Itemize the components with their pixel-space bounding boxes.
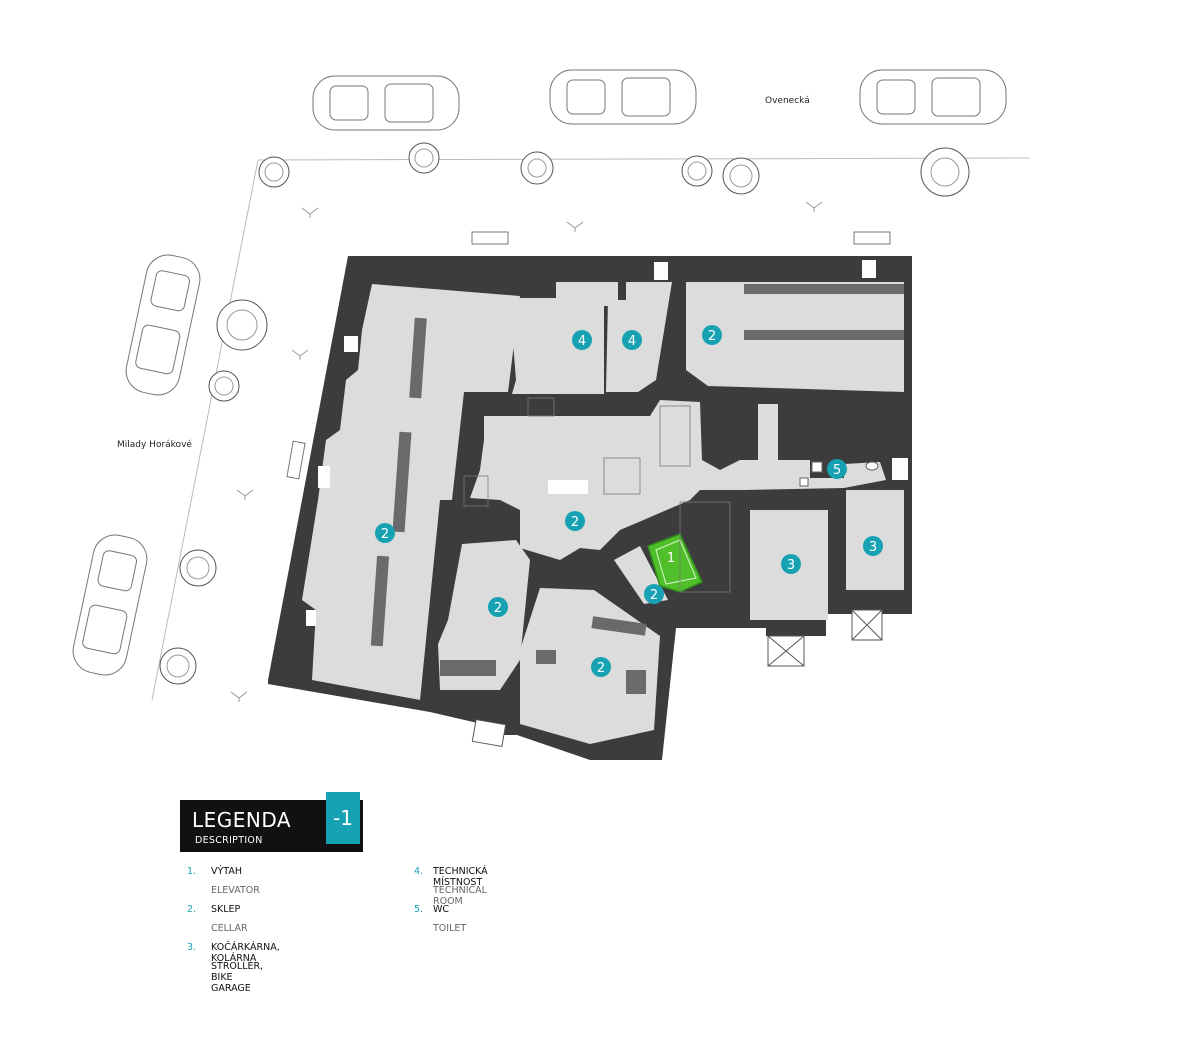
room-marker-cellar: 2 xyxy=(488,597,508,617)
room-marker-label: 2 xyxy=(494,601,502,616)
legend-item-label-cz: VÝTAH xyxy=(211,866,243,877)
room-marker-label: 2 xyxy=(381,527,389,542)
bird-icon xyxy=(230,201,823,702)
room-marker-label: 5 xyxy=(833,463,841,478)
street-label-west: Milady Horákové xyxy=(117,440,192,450)
room-marker-label: 2 xyxy=(571,515,579,530)
room-marker-technical: 4 xyxy=(622,330,642,350)
room-marker-circle xyxy=(827,459,847,479)
street-label-north: Ovenecká xyxy=(765,96,810,106)
legend-item-number: 1. xyxy=(187,866,197,877)
car-icon xyxy=(312,75,460,131)
room-marker-cellar: 2 xyxy=(702,325,722,345)
room-marker-circle xyxy=(565,511,585,531)
room-marker-cellar: 2 xyxy=(375,523,395,543)
room-marker-label: 3 xyxy=(869,540,877,555)
legend-item-label-en: STROLLER, BIKE GARAGE xyxy=(211,961,264,994)
room-marker-circle xyxy=(644,584,664,604)
room-marker-label: 1 xyxy=(667,551,675,566)
car-icon xyxy=(125,254,201,396)
legend-header: LEGENDA DESCRIPTION -1 xyxy=(180,792,363,852)
room-marker-stroller: 3 xyxy=(863,536,883,556)
car-icon xyxy=(72,534,148,676)
room-marker-label: 4 xyxy=(578,334,586,349)
legend-item-number: 5. xyxy=(414,904,424,915)
room-marker-circle xyxy=(622,330,642,350)
legend-item-label-cz: TECHNICKÁ MÍSTNOST xyxy=(433,866,488,888)
stairs xyxy=(463,397,731,593)
room-marker-label: 3 xyxy=(787,558,795,573)
legend-item-number: 3. xyxy=(187,942,197,953)
room-marker-circle xyxy=(781,554,801,574)
room-marker-cellar: 2 xyxy=(591,657,611,677)
room-marker-circle xyxy=(375,523,395,543)
room-marker-circle xyxy=(863,536,883,556)
legend-item-label-cz: WC xyxy=(433,904,450,915)
entrance-porch xyxy=(471,609,883,748)
room-marker-circle xyxy=(488,597,508,617)
sidewalk-lines xyxy=(151,157,1031,701)
legend-subtitle: DESCRIPTION xyxy=(195,835,263,846)
room-marker-toilet: 5 xyxy=(827,459,847,479)
room-marker-label: 2 xyxy=(708,329,716,344)
room-marker-label: 4 xyxy=(628,334,636,349)
room-marker-circle xyxy=(572,330,592,350)
car-icon xyxy=(859,69,1007,125)
room-marker-stroller: 3 xyxy=(781,554,801,574)
room-marker-circle xyxy=(591,657,611,677)
floor-plan: 1 2 2 2 2 2 2 3 3 4 4 5 xyxy=(72,69,1031,760)
door-openings xyxy=(306,260,908,626)
tree-icon xyxy=(159,142,970,685)
floor-badge: -1 xyxy=(326,792,360,844)
room-markers: 1 2 2 2 2 2 2 3 3 4 4 5 xyxy=(375,325,883,677)
room-marker-circle xyxy=(702,325,722,345)
car-icon xyxy=(549,69,697,125)
room-marker-label: 2 xyxy=(597,661,605,676)
room-marker-technical: 4 xyxy=(572,330,592,350)
floor-spaces xyxy=(302,282,904,744)
legend-item-label-en: CELLAR xyxy=(211,923,248,934)
legend-item-label-en: ELEVATOR xyxy=(211,885,260,896)
legend-item-label-cz: SKLEP xyxy=(211,904,241,915)
legend-item-number: 2. xyxy=(187,904,197,915)
toilet-fixture xyxy=(799,461,879,487)
room-marker-label: 2 xyxy=(650,588,658,603)
legend-item-label-cz: KOČÁRKÁRNA, KOLÁRNA xyxy=(211,942,280,964)
legend-item-number: 4. xyxy=(414,866,424,877)
room-marker-cellar: 2 xyxy=(565,511,585,531)
legend-item-label-en: TOILET xyxy=(433,923,467,934)
legend-item-label-en: TECHNICAL ROOM xyxy=(433,885,487,907)
bench-icon xyxy=(286,231,891,480)
room-marker-cellar: 2 xyxy=(644,584,664,604)
legend-title: LEGENDA xyxy=(192,808,292,832)
room-marker-elevator: 1 xyxy=(667,551,675,566)
elevator xyxy=(647,533,703,593)
partitions xyxy=(370,284,904,694)
